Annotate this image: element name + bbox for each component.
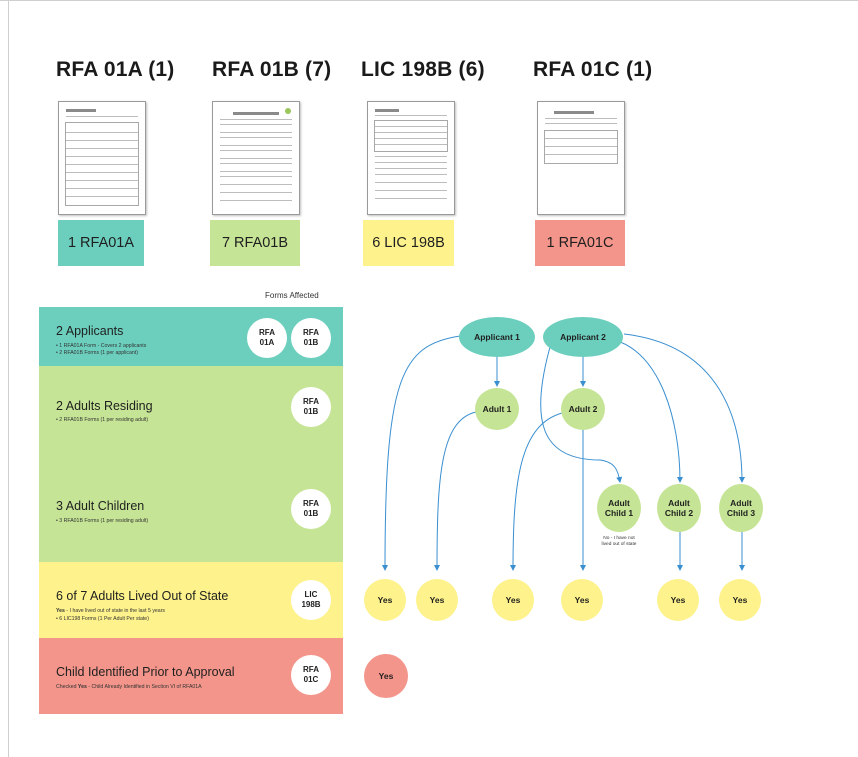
row-title: 6 of 7 Adults Lived Out of State (56, 589, 229, 603)
forms-affected-label: Forms Affected (265, 291, 319, 300)
node-yes: Yes (364, 579, 406, 621)
row-lived-out-of-state: 6 of 7 Adults Lived Out of State Yes - I… (39, 562, 343, 638)
node-yes: Yes (719, 579, 761, 621)
connector-applicant2-adult-child2 (613, 339, 683, 483)
row-detail-line: Yes - I have lived out of state in the l… (56, 608, 166, 614)
row-applicants: 2 Applicants • 1 RFA01A Form - Covers 2 … (39, 307, 343, 366)
node-yes-child-identified: Yes (364, 654, 408, 698)
row-detail-line: • 2 RFA01B Forms (1 per residing adult) (56, 417, 149, 423)
form-thumbnail-rfa01b[interactable] (212, 101, 300, 215)
column-title-rfa01b: RFA 01B (7) (212, 58, 332, 81)
count-box-rfa01b: 7 RFA01B (210, 220, 300, 266)
node-applicant-2: Applicant 2 (543, 317, 623, 357)
row-child-identified: Child Identified Prior to Approval Check… (39, 638, 343, 714)
connector-applicant2-adult-child1 (540, 346, 623, 483)
node-yes: Yes (561, 579, 603, 621)
connector-adult2-yes-left (510, 412, 563, 571)
row-detail-line: • 3 RFA01B Forms (1 per residing adult) (56, 518, 149, 524)
connector-applicant1-yes (382, 335, 461, 571)
count-box-rfa01a: 1 RFA01A (58, 220, 144, 266)
node-adult-2: Adult 2 (561, 388, 605, 430)
connector-adult1-yes (434, 411, 477, 571)
node-yes: Yes (492, 579, 534, 621)
node-yes: Yes (416, 579, 458, 621)
node-adult-1: Adult 1 (475, 388, 519, 430)
column-title-lic198b: LIC 198B (6) (361, 58, 485, 81)
row-detail-line: • 6 LIC198 Forms (1 Per Adult Per state) (56, 616, 149, 622)
frame-left-border (8, 0, 9, 757)
column-title-rfa01c: RFA 01C (1) (533, 58, 653, 81)
connector-applicant2-adult-child3 (623, 333, 745, 483)
row-title-adults-residing: 2 Adults Residing (56, 399, 153, 413)
row-detail-line: Checked Yes - Child Already Identified i… (56, 684, 202, 690)
row-detail-line: • 1 RFA01A Form - Covers 2 applicants (56, 343, 147, 349)
row-adults-group: 2 Adults Residing • 2 RFA01B Forms (1 pe… (39, 366, 343, 562)
node-applicant-1: Applicant 1 (459, 317, 535, 357)
column-title-rfa01a: RFA 01A (1) (56, 58, 175, 81)
row-title: Child Identified Prior to Approval (56, 665, 235, 679)
form-thumbnail-lic198b[interactable] (367, 101, 455, 215)
row-detail-line: • 2 RFA01B Forms (1 per applicant) (56, 350, 138, 356)
count-box-rfa01c: 1 RFA01C (535, 220, 625, 266)
count-box-lic198b: 6 LIC 198B (363, 220, 454, 266)
node-yes: Yes (657, 579, 699, 621)
form-thumbnail-rfa01a[interactable] (58, 101, 146, 215)
form-thumbnail-rfa01c[interactable] (537, 101, 625, 215)
frame-top-border (0, 0, 858, 1)
row-title: 2 Applicants (56, 324, 124, 338)
row-title-adult-children: 3 Adult Children (56, 499, 145, 513)
